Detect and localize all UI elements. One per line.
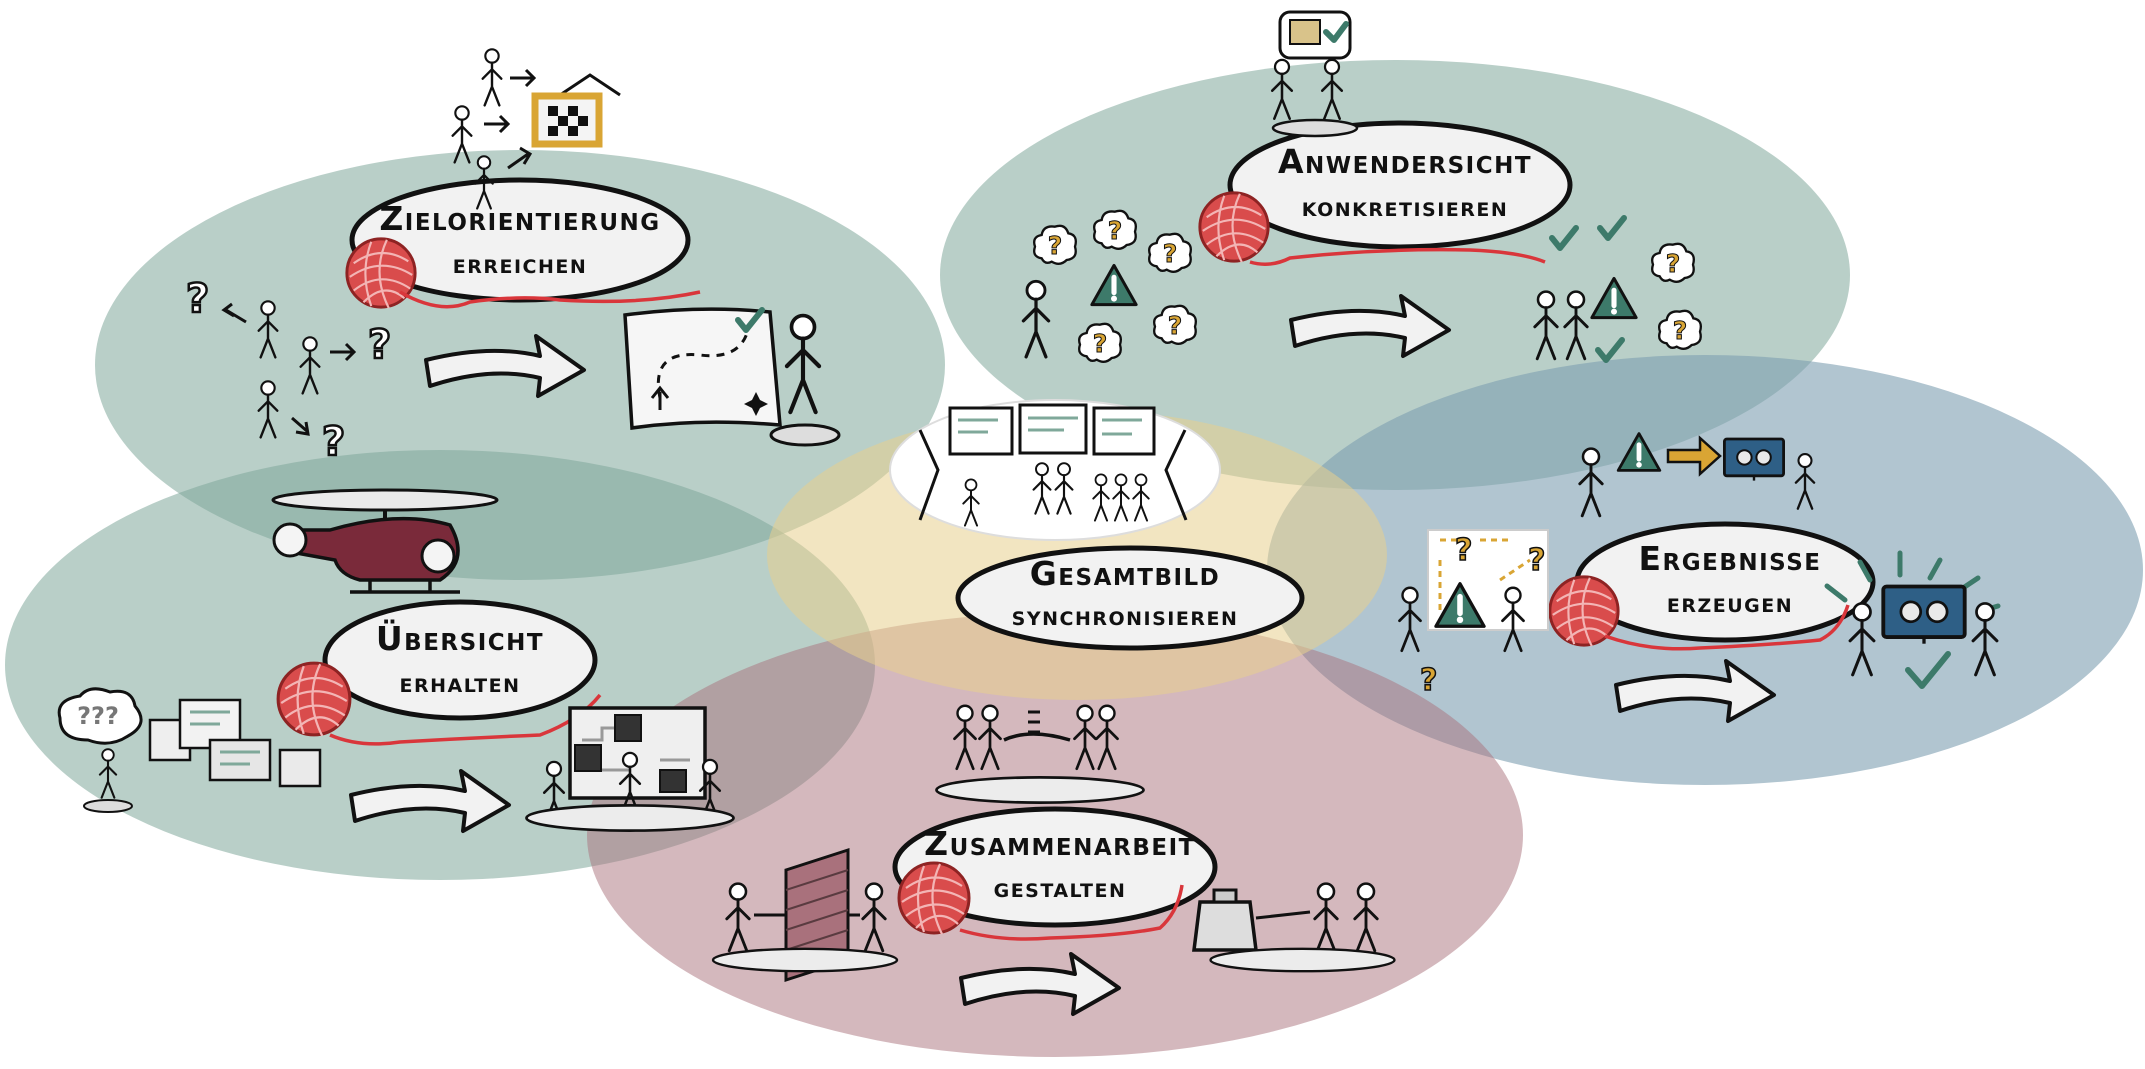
label-bubble <box>892 806 1218 928</box>
topic-zielorientierung: Zielorientierung erreichen ? ? ? <box>185 48 841 466</box>
pedestal-icon <box>935 775 1145 805</box>
screen-icon <box>1881 584 1967 646</box>
screen-icon <box>1722 437 1786 482</box>
topic-title-line1: Ergebnisse <box>1639 539 1822 578</box>
red-thread <box>399 290 701 309</box>
check-icon <box>1595 337 1625 363</box>
red-thread <box>1249 247 1546 266</box>
check-icon <box>1905 651 1951 689</box>
red-thread <box>1604 604 1850 651</box>
yarn-ball-icon <box>897 861 971 936</box>
whiteboards-icon <box>918 403 1188 521</box>
center-title-line2: synchronisieren <box>1012 601 1239 632</box>
puzzle-board-icon <box>568 706 707 800</box>
svg-text:?: ? <box>1420 663 1437 698</box>
topic-title-line1: Anwendersicht <box>1278 142 1532 181</box>
speech-bubble-icon <box>1278 10 1352 60</box>
topic-title-line2: erhalten <box>399 668 520 699</box>
center-label-bubble <box>955 545 1305 651</box>
check-icon <box>1597 215 1627 241</box>
svg-text:?: ? <box>1455 533 1472 568</box>
topic-title-line1: Zusammenarbeit <box>924 824 1196 863</box>
label-bubble <box>349 177 691 303</box>
topic-anwendersicht: Anwendersicht konkretisieren <box>1021 10 1703 363</box>
helicopter-icon <box>271 488 499 594</box>
arrow-gold-icon <box>1666 435 1722 477</box>
check-icon <box>1549 225 1579 251</box>
label-bubble <box>322 599 598 721</box>
red-thread <box>959 884 1184 941</box>
question-mark-icon: ? <box>186 276 209 322</box>
success-rays-icon <box>1824 550 2001 615</box>
center-title-line1: Gesamtbild <box>1030 554 1221 593</box>
puzzle-pieces-icon: ??? <box>57 687 322 788</box>
topic-uebersicht: Übersicht erhalten ??? <box>57 488 735 833</box>
topic-title-line1: Übersicht <box>376 618 544 658</box>
question-mark-icon: ? <box>368 322 391 368</box>
svg-text:???: ??? <box>77 702 119 730</box>
question-mark-icon: ? <box>322 419 345 465</box>
pedestal-icon <box>525 803 735 833</box>
person-icon <box>481 48 503 107</box>
topic-zusammenarbeit: Zusammenarbeit gestalten <box>711 704 1397 983</box>
topic-title-line2: gestalten <box>994 873 1127 904</box>
topic-title-line2: erreichen <box>453 249 588 280</box>
pedestal-icon <box>711 947 899 973</box>
topic-title-line2: konkretisieren <box>1302 192 1509 223</box>
yarn-ball-icon <box>345 237 417 310</box>
label-bubble <box>1227 120 1573 250</box>
center-group: Gesamtbild synchronisieren <box>889 399 1305 651</box>
svg-text:?: ? <box>1528 543 1545 578</box>
yarn-ball-icon <box>1198 191 1270 264</box>
goal-flag-picture-icon <box>531 73 621 148</box>
topic-title-line2: erzeugen <box>1667 588 1793 619</box>
topic-title-line1: Zielorientierung <box>379 199 660 238</box>
yarn-ball-icon <box>276 661 352 738</box>
topic-ergebnisse: Ergebnisse erzeugen ? ? ? <box>1398 434 2001 699</box>
pedestal-icon <box>1208 947 1397 973</box>
treasure-map-icon <box>623 307 782 431</box>
